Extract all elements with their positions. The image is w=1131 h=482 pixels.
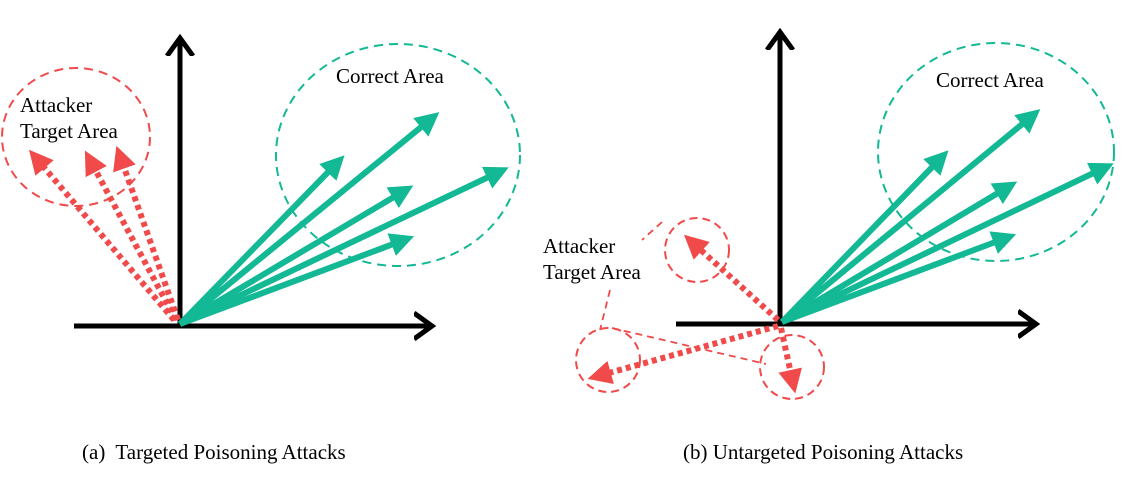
panel-a-attacker-area-circle: [1, 67, 151, 207]
panel-a-correct-area-label: Correct Area: [336, 64, 444, 88]
panel-b: [575, 34, 1115, 400]
panel-b-attacker-region-circle: [664, 217, 730, 283]
panel-b-label-connector: [641, 221, 663, 241]
panel-b-attacker-label-line2: Target Area: [543, 260, 641, 285]
panel-a-malicious-vector: [84, 150, 179, 322]
panel-b-malicious-vector: [587, 323, 779, 385]
panel-b-benign-vector: [779, 150, 949, 325]
panel-a-benign-vector: [178, 112, 440, 327]
panel-b-label-connector: [599, 289, 611, 331]
panel-a-attacker-label-line2: Target Area: [20, 119, 118, 144]
panel-b-caption: (b) Untargeted Poisoning Attacks: [683, 440, 964, 464]
panel-a-benign-vector: [177, 155, 345, 327]
panel-a: [1, 40, 521, 327]
panel-a-caption: (a) Targeted Poisoning Attacks: [82, 440, 346, 464]
panel-b-attacker-label-line1: Attacker: [543, 234, 616, 258]
panel-a-benign-vector: [178, 166, 509, 327]
panel-b-attacker-area-label: Attacker Target Area: [543, 233, 641, 286]
panel-b-attacker-region-circle: [759, 334, 825, 400]
panel-a-benign-vector: [178, 233, 415, 327]
panel-b-correct-area-label: Correct Area: [936, 68, 1044, 92]
panel-a-attacker-label-line1: Attacker: [20, 93, 93, 117]
panel-a-benign-vector: [178, 185, 414, 327]
panel-b-benign-vector: [780, 181, 1018, 325]
panel-b-benign-vector: [780, 109, 1041, 325]
panel-a-correct-area-circle: [275, 43, 521, 267]
panel-b-malicious-vector: [778, 327, 802, 394]
panel-b-benign-vector: [780, 231, 1017, 325]
panel-b-label-connector: [611, 327, 767, 365]
panel-b-correct-area-circle: [877, 42, 1115, 262]
panel-b-attacker-region-circle: [575, 327, 641, 393]
panel-b-malicious-vector: [684, 234, 781, 323]
panel-a-malicious-vector: [113, 145, 181, 322]
panel-a-attacker-area-label: Attacker Target Area: [20, 92, 118, 145]
panel-b-benign-vector: [780, 162, 1114, 325]
